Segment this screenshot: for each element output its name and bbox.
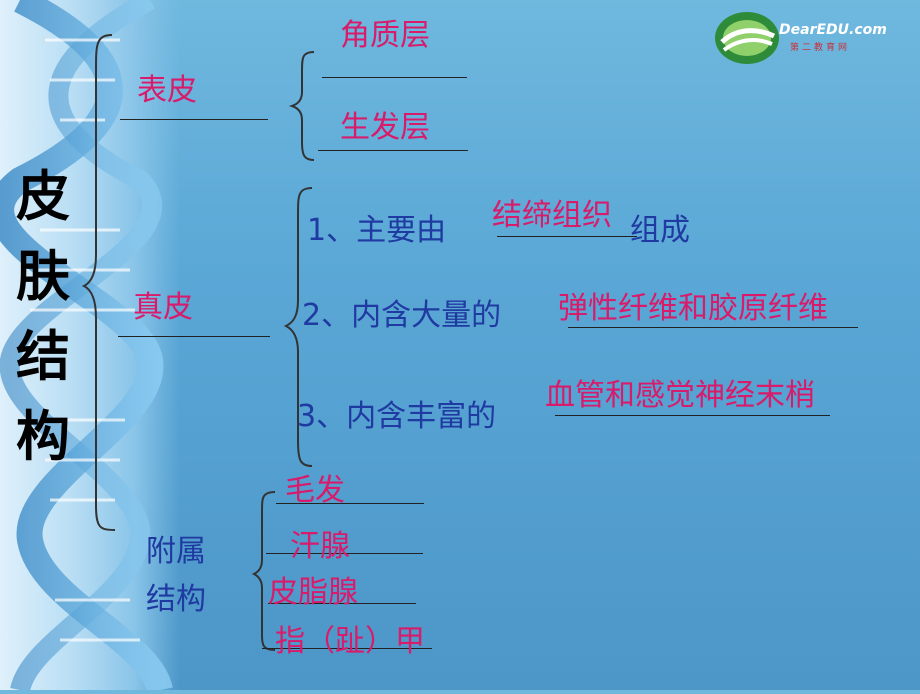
dermis-statement-prefix: 3、内含丰富的 — [297, 399, 497, 434]
blank-line — [262, 648, 432, 649]
dermis-statement-answer: 血管和感觉神经末梢 — [545, 378, 815, 413]
dna-helix-icon — [0, 0, 173, 694]
appendage-item: 毛发 — [285, 473, 345, 508]
logo-brand: DearEDU.com — [779, 22, 887, 38]
dermis-statement-prefix: 2、内含大量的 — [302, 298, 502, 333]
dermis-statement-answer: 结缔组织 — [492, 198, 612, 233]
dermis-statement-suffix: 组成 — [630, 213, 690, 248]
dermis-statement-answer: 弹性纤维和胶原纤维 — [558, 291, 828, 326]
appendage-item: 皮脂腺 — [268, 575, 358, 610]
dermis-statement-prefix: 1、主要由 — [307, 213, 447, 248]
title-char: 皮 — [16, 165, 70, 228]
blank-line — [276, 503, 424, 504]
dna-helix-background — [0, 0, 180, 694]
blank-line — [118, 336, 270, 337]
epidermis-label: 表皮 — [137, 73, 197, 108]
epidermis-layer: 角质层 — [340, 18, 430, 53]
epidermis-layer: 生发层 — [340, 110, 430, 145]
dermis-label: 真皮 — [133, 290, 193, 325]
blank-line — [268, 603, 416, 604]
title-char: 构 — [16, 405, 70, 468]
blank-line — [318, 150, 468, 151]
appendages-label: 附属 — [146, 534, 206, 569]
appendages-label: 结构 — [146, 582, 206, 617]
blank-line — [568, 327, 858, 328]
blank-line — [322, 77, 467, 78]
blank-line — [497, 236, 637, 237]
blank-line — [266, 553, 423, 554]
logo-globe-icon — [715, 12, 779, 64]
dearedu-logo: DearEDU.com 第二教育网 — [712, 8, 902, 68]
blank-line — [120, 119, 268, 120]
logo-subtitle: 第二教育网 — [790, 43, 851, 53]
appendage-item: 指（趾）甲 — [275, 624, 425, 659]
title-char: 结 — [16, 325, 70, 388]
title-char: 肤 — [16, 245, 70, 308]
appendage-item: 汗腺 — [290, 529, 350, 564]
blank-line — [555, 415, 830, 416]
